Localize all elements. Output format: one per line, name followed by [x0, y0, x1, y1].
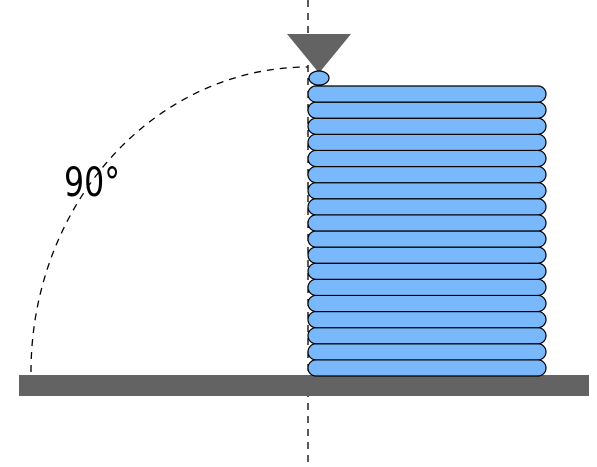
layer	[307, 262, 547, 280]
layer	[307, 133, 547, 152]
layer	[307, 117, 547, 135]
printed-layers	[307, 70, 547, 377]
layer	[307, 149, 547, 168]
layer	[307, 343, 547, 361]
layer	[307, 278, 547, 297]
layer	[307, 327, 547, 345]
layer	[307, 359, 547, 377]
layer	[307, 198, 547, 216]
angle-label: 90°	[64, 160, 120, 206]
print-bed	[19, 375, 589, 396]
layer	[307, 165, 547, 184]
nozzle	[287, 34, 351, 73]
layer	[307, 294, 547, 313]
layer	[307, 101, 547, 119]
layer	[307, 310, 547, 329]
layer	[307, 182, 547, 200]
extruding-bead	[308, 70, 330, 86]
layer	[307, 85, 547, 103]
angle-arc	[30, 66, 309, 373]
layer	[307, 246, 547, 264]
layer	[307, 214, 547, 232]
layer	[307, 230, 547, 248]
